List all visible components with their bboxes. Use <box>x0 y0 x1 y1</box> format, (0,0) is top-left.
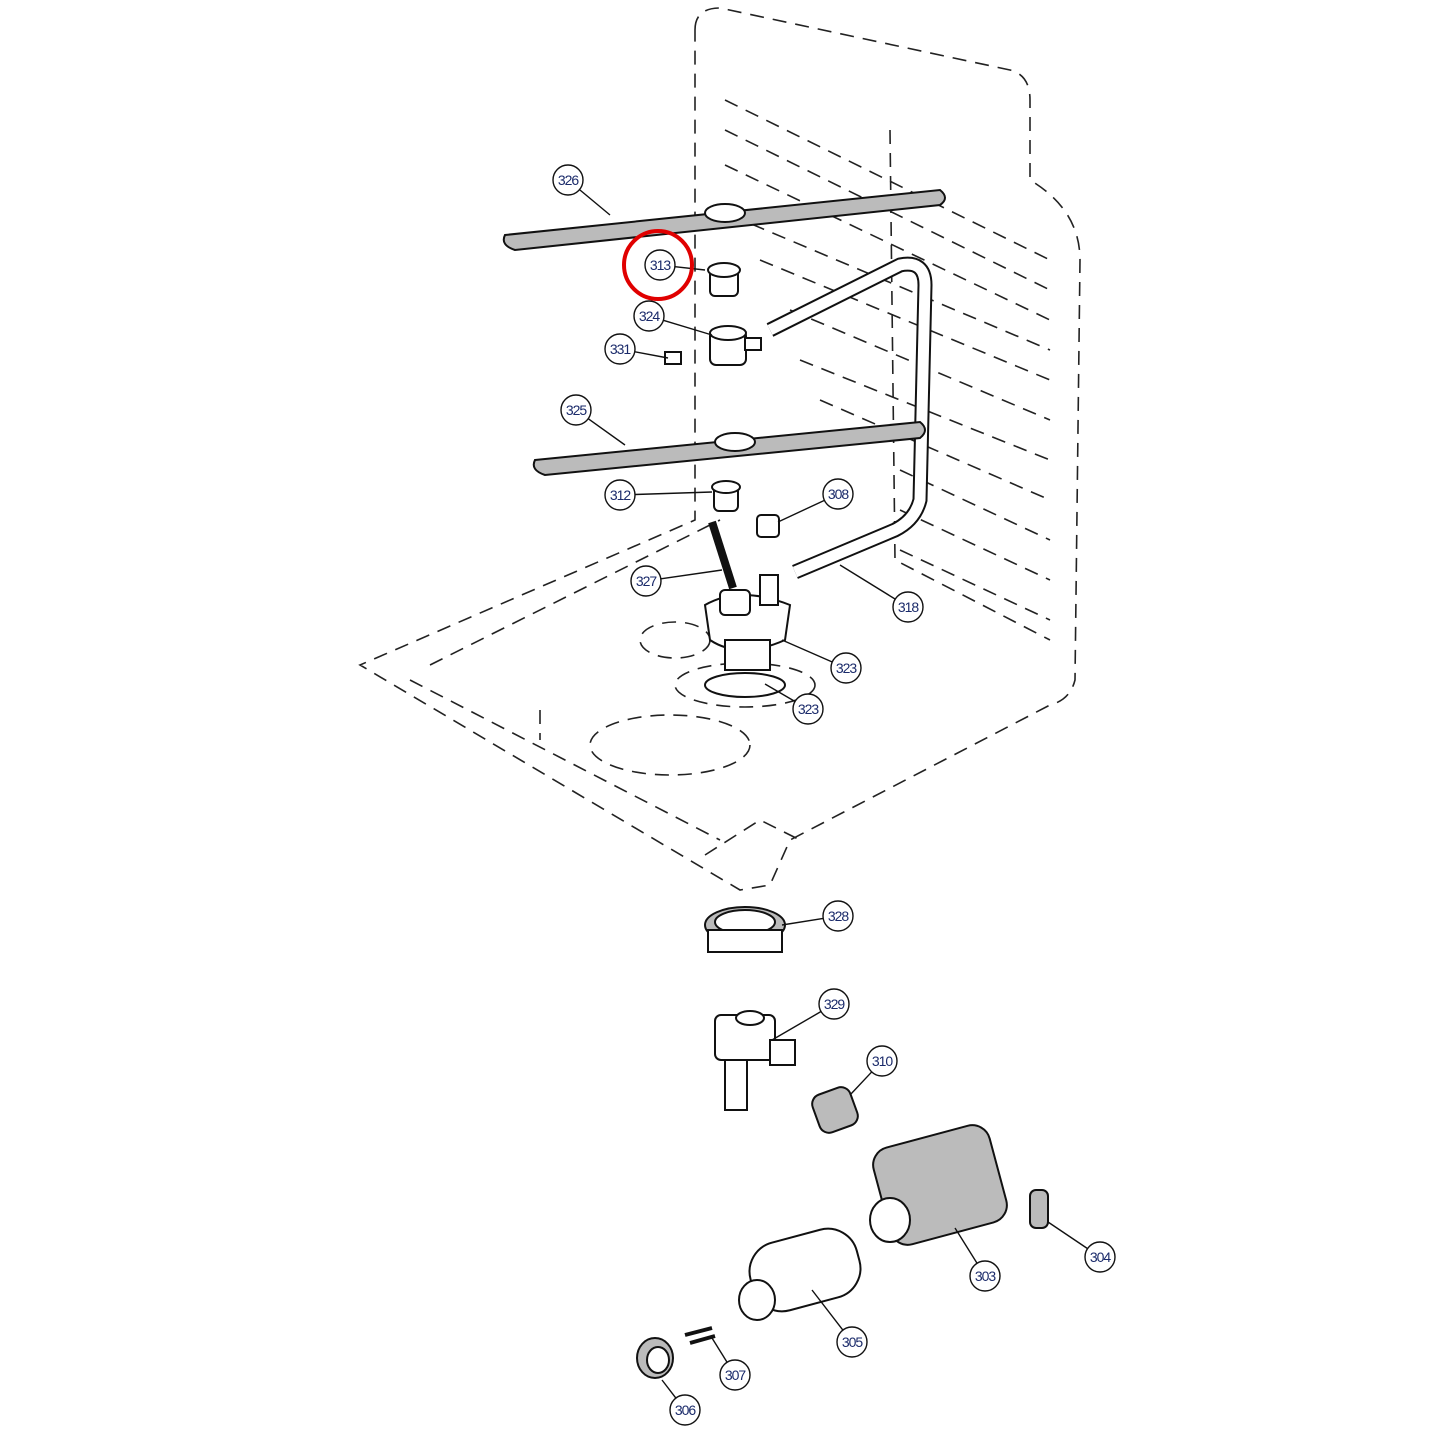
callout-326: 326 <box>552 164 611 216</box>
callout-308: 308 <box>777 478 854 523</box>
callout-bubble <box>866 1045 898 1077</box>
clip-308 <box>756 514 780 538</box>
callout-bubble <box>552 164 584 196</box>
leader-line <box>587 418 626 446</box>
heater-305 <box>738 1227 862 1321</box>
callout-bubble <box>604 479 636 511</box>
callout-306: 306 <box>661 1379 701 1426</box>
leader-line <box>781 639 833 663</box>
callout-bubble <box>792 693 824 725</box>
callout-label: 303 <box>975 1268 997 1284</box>
callout-bubble <box>818 988 850 1020</box>
callout-bubble <box>830 652 862 684</box>
callout-bubble <box>969 1260 1001 1292</box>
clip-307 <box>684 1326 716 1345</box>
spray-arm-nut-313 <box>707 262 741 297</box>
callout-label: 327 <box>636 573 658 589</box>
leader-line <box>1047 1221 1088 1250</box>
callout-label: 325 <box>566 402 588 418</box>
leader-line <box>661 1379 677 1399</box>
callout-label: 312 <box>610 487 632 503</box>
highlight-circle <box>622 229 694 301</box>
leader-line <box>634 491 713 496</box>
callout-305: 305 <box>811 1289 868 1358</box>
leader-line <box>579 189 611 216</box>
callout-310: 310 <box>849 1045 898 1096</box>
leader-line <box>954 1227 978 1264</box>
callout-label: 310 <box>872 1053 894 1069</box>
leader-line <box>634 351 669 359</box>
leader-line <box>839 564 896 600</box>
callout-label: 324 <box>639 308 661 324</box>
callout-318: 318 <box>839 564 924 623</box>
callout-label: 308 <box>828 486 850 502</box>
upper-spray-arm <box>502 188 946 252</box>
callout-label: 323 <box>836 660 858 676</box>
leader-line <box>777 499 825 523</box>
callout-label: 329 <box>824 996 846 1012</box>
leader-line <box>771 1010 822 1041</box>
callout-313: 313 <box>644 249 706 281</box>
callout-324: 324 <box>633 300 713 336</box>
valve-329 <box>714 1010 796 1111</box>
callout-bubble <box>719 1359 751 1391</box>
callout-label: 323 <box>798 701 820 717</box>
sump-assembly <box>703 520 792 698</box>
leader-line <box>663 319 713 336</box>
callout-label: 304 <box>1090 1249 1112 1265</box>
callout-bubble <box>633 300 665 332</box>
callout-bubble <box>892 591 924 623</box>
callout-label: 307 <box>725 1367 747 1383</box>
callout-bubble <box>1084 1241 1116 1273</box>
sump-nut-328 <box>704 906 786 953</box>
callout-label: 318 <box>898 599 920 615</box>
callout-304: 304 <box>1047 1221 1116 1273</box>
callout-323: 323 <box>781 639 862 684</box>
callout-331: 331 <box>604 333 669 365</box>
callout-bubble <box>836 1326 868 1358</box>
spray-arm-nut-312 <box>711 480 741 512</box>
callout-307: 307 <box>711 1337 751 1391</box>
circulation-pump-303 <box>869 1124 1008 1246</box>
coupling-310 <box>811 1086 859 1134</box>
leader-line <box>781 917 824 926</box>
callout-label: 331 <box>610 341 632 357</box>
callout-bubble <box>560 394 592 426</box>
callout-label: 305 <box>842 1334 864 1350</box>
callout-327: 327 <box>630 565 723 597</box>
leader-line <box>711 1337 728 1363</box>
callout-bubble <box>822 900 854 932</box>
part-304 <box>1029 1189 1049 1229</box>
leader-line <box>764 683 796 703</box>
callout-label: 313 <box>650 257 672 273</box>
callout-bubble <box>822 478 854 510</box>
spray-arm-hub-324 <box>709 325 762 366</box>
leader-line <box>811 1289 844 1331</box>
callout-329: 329 <box>771 988 850 1041</box>
callout-303: 303 <box>954 1227 1001 1292</box>
leader-line <box>660 569 723 580</box>
callout-312: 312 <box>604 479 713 511</box>
callout-bubble <box>604 333 636 365</box>
callout-label: 328 <box>828 908 850 924</box>
callout-bubble <box>644 249 676 281</box>
callout-bubble <box>630 565 662 597</box>
callout-328: 328 <box>781 900 854 932</box>
callout-323: 323 <box>764 683 824 725</box>
cap-306 <box>636 1337 674 1379</box>
callout-bubble <box>669 1394 701 1426</box>
callout-325: 325 <box>560 394 626 446</box>
lower-spray-arm <box>532 420 926 477</box>
leader-line <box>849 1071 873 1096</box>
callout-label: 326 <box>558 172 580 188</box>
callout-label: 306 <box>675 1402 697 1418</box>
